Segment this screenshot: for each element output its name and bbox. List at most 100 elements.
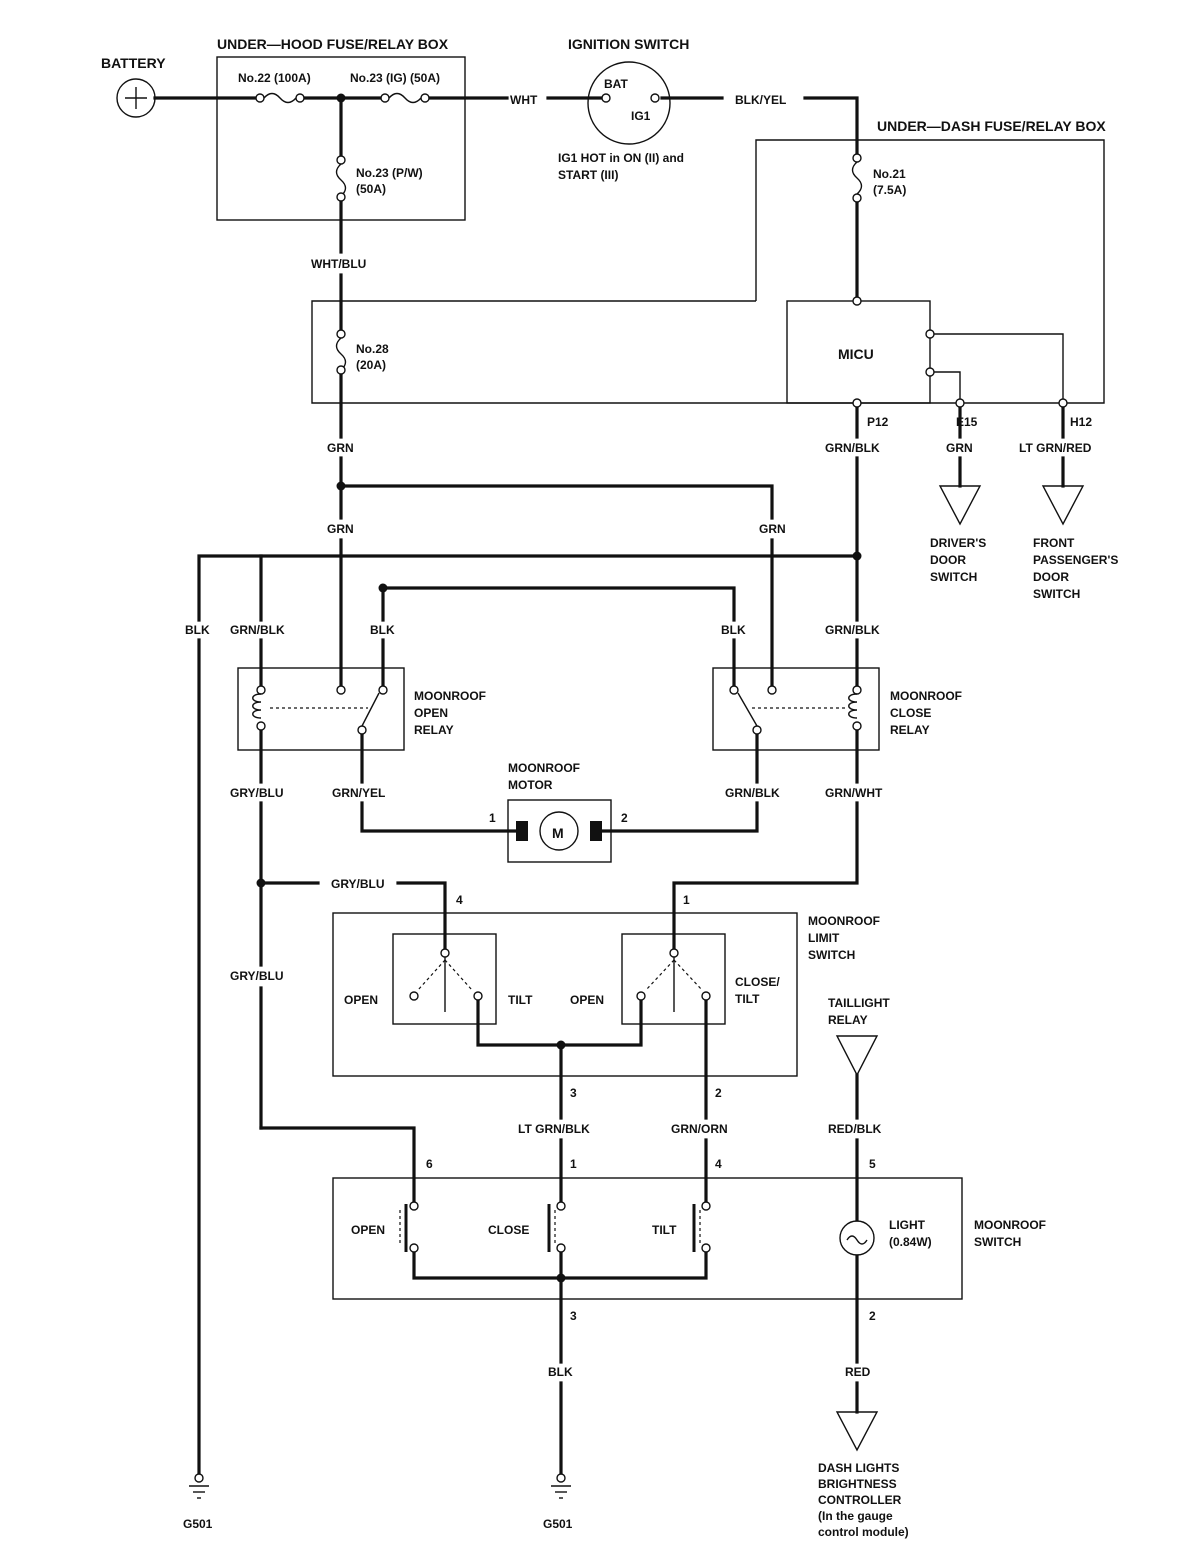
label-sw-light: LIGHT [889,1218,926,1232]
label-limit-switch: MOONROOF LIMIT SWITCH [808,914,883,962]
label-limit-open-right: OPEN [570,993,604,1007]
micu-terminal-e15 [955,398,965,408]
fuse23ig-symbol [380,92,430,104]
wire-grn-yel-2 [360,801,518,833]
label-fuse23ig: No.23 (IG) (50A) [350,71,440,85]
label-open-relay: MOONROOF OPEN RELAY [414,689,489,737]
junction-grn-blk [852,551,862,561]
ground-center-icon [551,1473,571,1499]
label-passenger-door-switch: FRONT PASSENGER'S DOOR SWITCH [1033,536,1122,601]
wire-label-grn-wht: GRN/WHT [825,786,883,800]
pin-sw-1: 1 [570,1157,577,1171]
wire-e15-internal [930,371,961,403]
passenger-door-switch-arrow [1041,485,1085,526]
label-ign-bat: BAT [604,77,628,91]
pin-sw-2: 2 [869,1309,876,1323]
dash-controller-arrow [835,1411,879,1452]
open-relay-outline [237,667,405,751]
pin-sw-5: 5 [869,1157,876,1171]
wire-label-lt-grn-red: LT GRN/RED [1019,441,1092,455]
wire-label-grn-left: GRN [327,522,354,536]
wire-grn-wht-2 [672,801,859,952]
label-dash-controller: DASH LIGHTS BRIGHTNESS CONTROLLER (In th… [818,1461,909,1539]
label-fuse22: No.22 (100A) [238,71,311,85]
label-ign-ig1: IG1 [631,109,651,123]
label-fuse21: No.21 [873,167,906,181]
fuse21-symbol [851,153,863,203]
label-micu: MICU [838,346,874,362]
label-motor-symbol: M [552,825,564,841]
label-fuse21-rating: (7.5A) [873,183,906,197]
wire-label-lt-grn-blk: LT GRN/BLK [518,1122,590,1136]
label-conn-h12: H12 [1070,415,1092,429]
close-relay-outline [712,667,880,751]
label-limit-tilt: TILT [508,993,533,1007]
pin-limit-2: 2 [715,1086,722,1100]
label-taillight-relay: TAILLIGHT RELAY [828,996,893,1027]
wire-label-wht-blu: WHT/BLU [311,257,366,271]
label-ign-note-2: START (III) [558,168,618,182]
switch-light-bulb [839,1220,875,1256]
wire-label-blk-yel: BLK/YEL [735,93,786,107]
limit-close-contacts [636,948,711,1012]
limit-switch-outline [332,912,798,1077]
micu-terminal-e15-int [925,367,935,377]
wire-label-gry-blu-3: GRY/BLU [230,969,284,983]
pin-sw-6: 6 [426,1157,433,1171]
drivers-door-switch-arrow [938,485,982,526]
wire-label-grn-yel: GRN/YEL [332,786,385,800]
wire-limit-bridge [476,994,643,1047]
wire-label-grn-blk-open-coil: GRN/BLK [230,623,285,637]
moonroof-switch-outline [332,1177,963,1300]
micu-terminal-p12 [852,398,862,408]
label-sw-tilt: TILT [652,1223,677,1237]
wire-label-grn-e15: GRN [946,441,973,455]
wire-label-grn-blk-motor: GRN/BLK [725,786,780,800]
battery-symbol [116,78,156,118]
junction-switch [556,1273,566,1283]
wire-gry-blu-3b [259,1126,416,1204]
pin-limit-3: 3 [570,1086,577,1100]
wire-label-blk-ground: BLK [185,623,210,637]
wire-label-blk-switch: BLK [548,1365,573,1379]
label-battery: BATTERY [101,55,166,71]
pin-motor-1: 1 [489,811,496,825]
fuse28-symbol [335,329,347,375]
label-underdash-box: UNDER—DASH FUSE/RELAY BOX [877,118,1106,134]
pin-limit-4: 4 [456,893,463,907]
pin-motor-2: 2 [621,811,628,825]
label-moonroof-switch: MOONROOF SWITCH [974,1218,1049,1249]
wire-blk-relay-bus [381,586,736,622]
junction-grn [336,481,346,491]
wire-label-gry-blu-1: GRY/BLU [230,786,284,800]
switch-tilt-contact [692,1201,711,1253]
label-ignition-switch: IGNITION SWITCH [568,36,689,52]
label-ground-left: G501 [183,1517,213,1531]
label-fuse23pw-rating: (50A) [356,182,386,196]
micu-terminal-h12-int [925,329,935,339]
label-sw-close: CLOSE [488,1223,529,1237]
micu-terminal-h12 [1058,398,1068,408]
fuse22-symbol [255,92,305,104]
micu-terminal-top [852,296,862,306]
label-conn-e15: E15 [956,415,978,429]
limit-open-contacts [409,948,483,1012]
label-close-relay: MOONROOF CLOSE RELAY [890,689,965,737]
wire-label-red-blk: RED/BLK [828,1122,882,1136]
label-limit-open-left: OPEN [344,993,378,1007]
label-limit-close-tilt: CLOSE/ TILT [735,975,783,1006]
junction-limit [556,1040,566,1050]
wire-label-grn-blk-micu: GRN/BLK [825,441,880,455]
label-motor: MOONROOF MOTOR [508,761,583,792]
label-ign-note-1: IG1 HOT in ON (II) and [558,151,684,165]
wire-grn-blk-motor-2 [600,801,759,833]
switch-close-contact [547,1201,566,1253]
motor-symbol [516,811,602,851]
taillight-relay-arrow [835,1035,879,1077]
wire-blk-yel-2 [803,96,859,155]
switch-open-contact [399,1201,419,1253]
ignition-switch-symbol [587,61,671,145]
wire-label-gry-blu-2: GRY/BLU [331,877,385,891]
junction-blk-relay [378,583,388,593]
